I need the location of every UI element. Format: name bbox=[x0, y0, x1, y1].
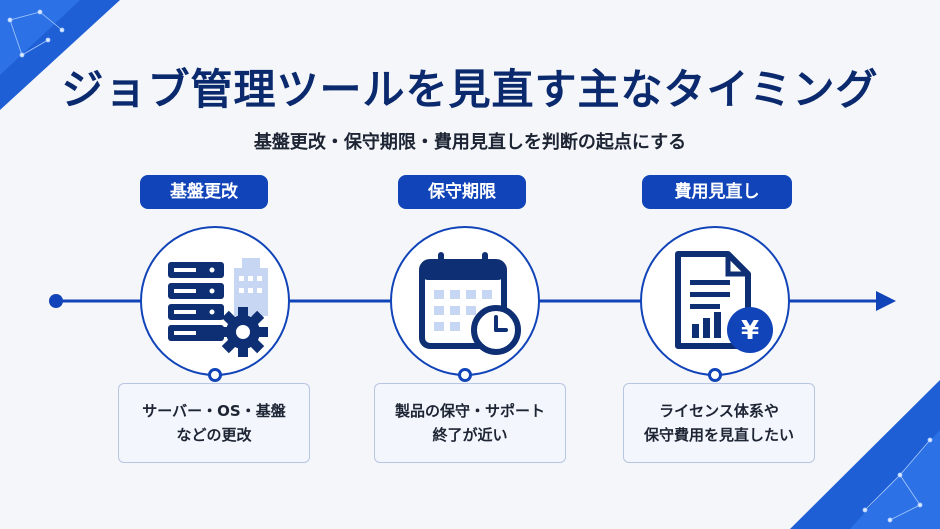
page-title: ジョブ管理ツールを見直す主なタイミング bbox=[61, 65, 879, 114]
step-card-infrastructure: サーバー・OS・基盤 などの更改 bbox=[118, 383, 310, 463]
step-circle-cost: ¥ bbox=[640, 226, 790, 376]
step-desc-line1: 製品の保守・サポート bbox=[394, 402, 545, 420]
server-gear-icon bbox=[168, 258, 268, 357]
step-card-maintenance: 製品の保守・サポート 終了が近い bbox=[374, 383, 566, 463]
step-dot-infrastructure bbox=[208, 368, 222, 382]
step-circle-infrastructure bbox=[140, 226, 290, 376]
page-subtitle: 基盤更改・保守期限・費用見直しを判断の起点にする bbox=[253, 132, 687, 153]
corner-decoration-top-left bbox=[0, 0, 120, 110]
document-yen-icon: ¥ bbox=[675, 251, 773, 353]
step-label-infrastructure: 基盤更改 bbox=[140, 175, 268, 209]
step-circle-maintenance bbox=[390, 226, 540, 376]
step-dot-maintenance bbox=[458, 368, 472, 382]
step-label-cost: 費用見直し bbox=[642, 175, 792, 209]
step-desc-line1: サーバー・OS・基盤 bbox=[142, 402, 286, 420]
step-desc-line1: ライセンス体系や bbox=[659, 402, 779, 420]
step-desc-line2: 保守費用を見直したい bbox=[643, 426, 794, 444]
corner-decoration-bottom-right bbox=[790, 380, 940, 529]
step-label-maintenance: 保守期限 bbox=[398, 175, 526, 209]
calendar-clock-icon bbox=[419, 252, 521, 355]
step-desc-line2: などの更改 bbox=[176, 426, 252, 444]
svg-text:¥: ¥ bbox=[741, 316, 759, 346]
step-card-cost: ライセンス体系や 保守費用を見直したい bbox=[623, 383, 815, 463]
step-desc-line2: 終了が近い bbox=[432, 426, 508, 444]
step-dot-cost bbox=[708, 368, 722, 382]
